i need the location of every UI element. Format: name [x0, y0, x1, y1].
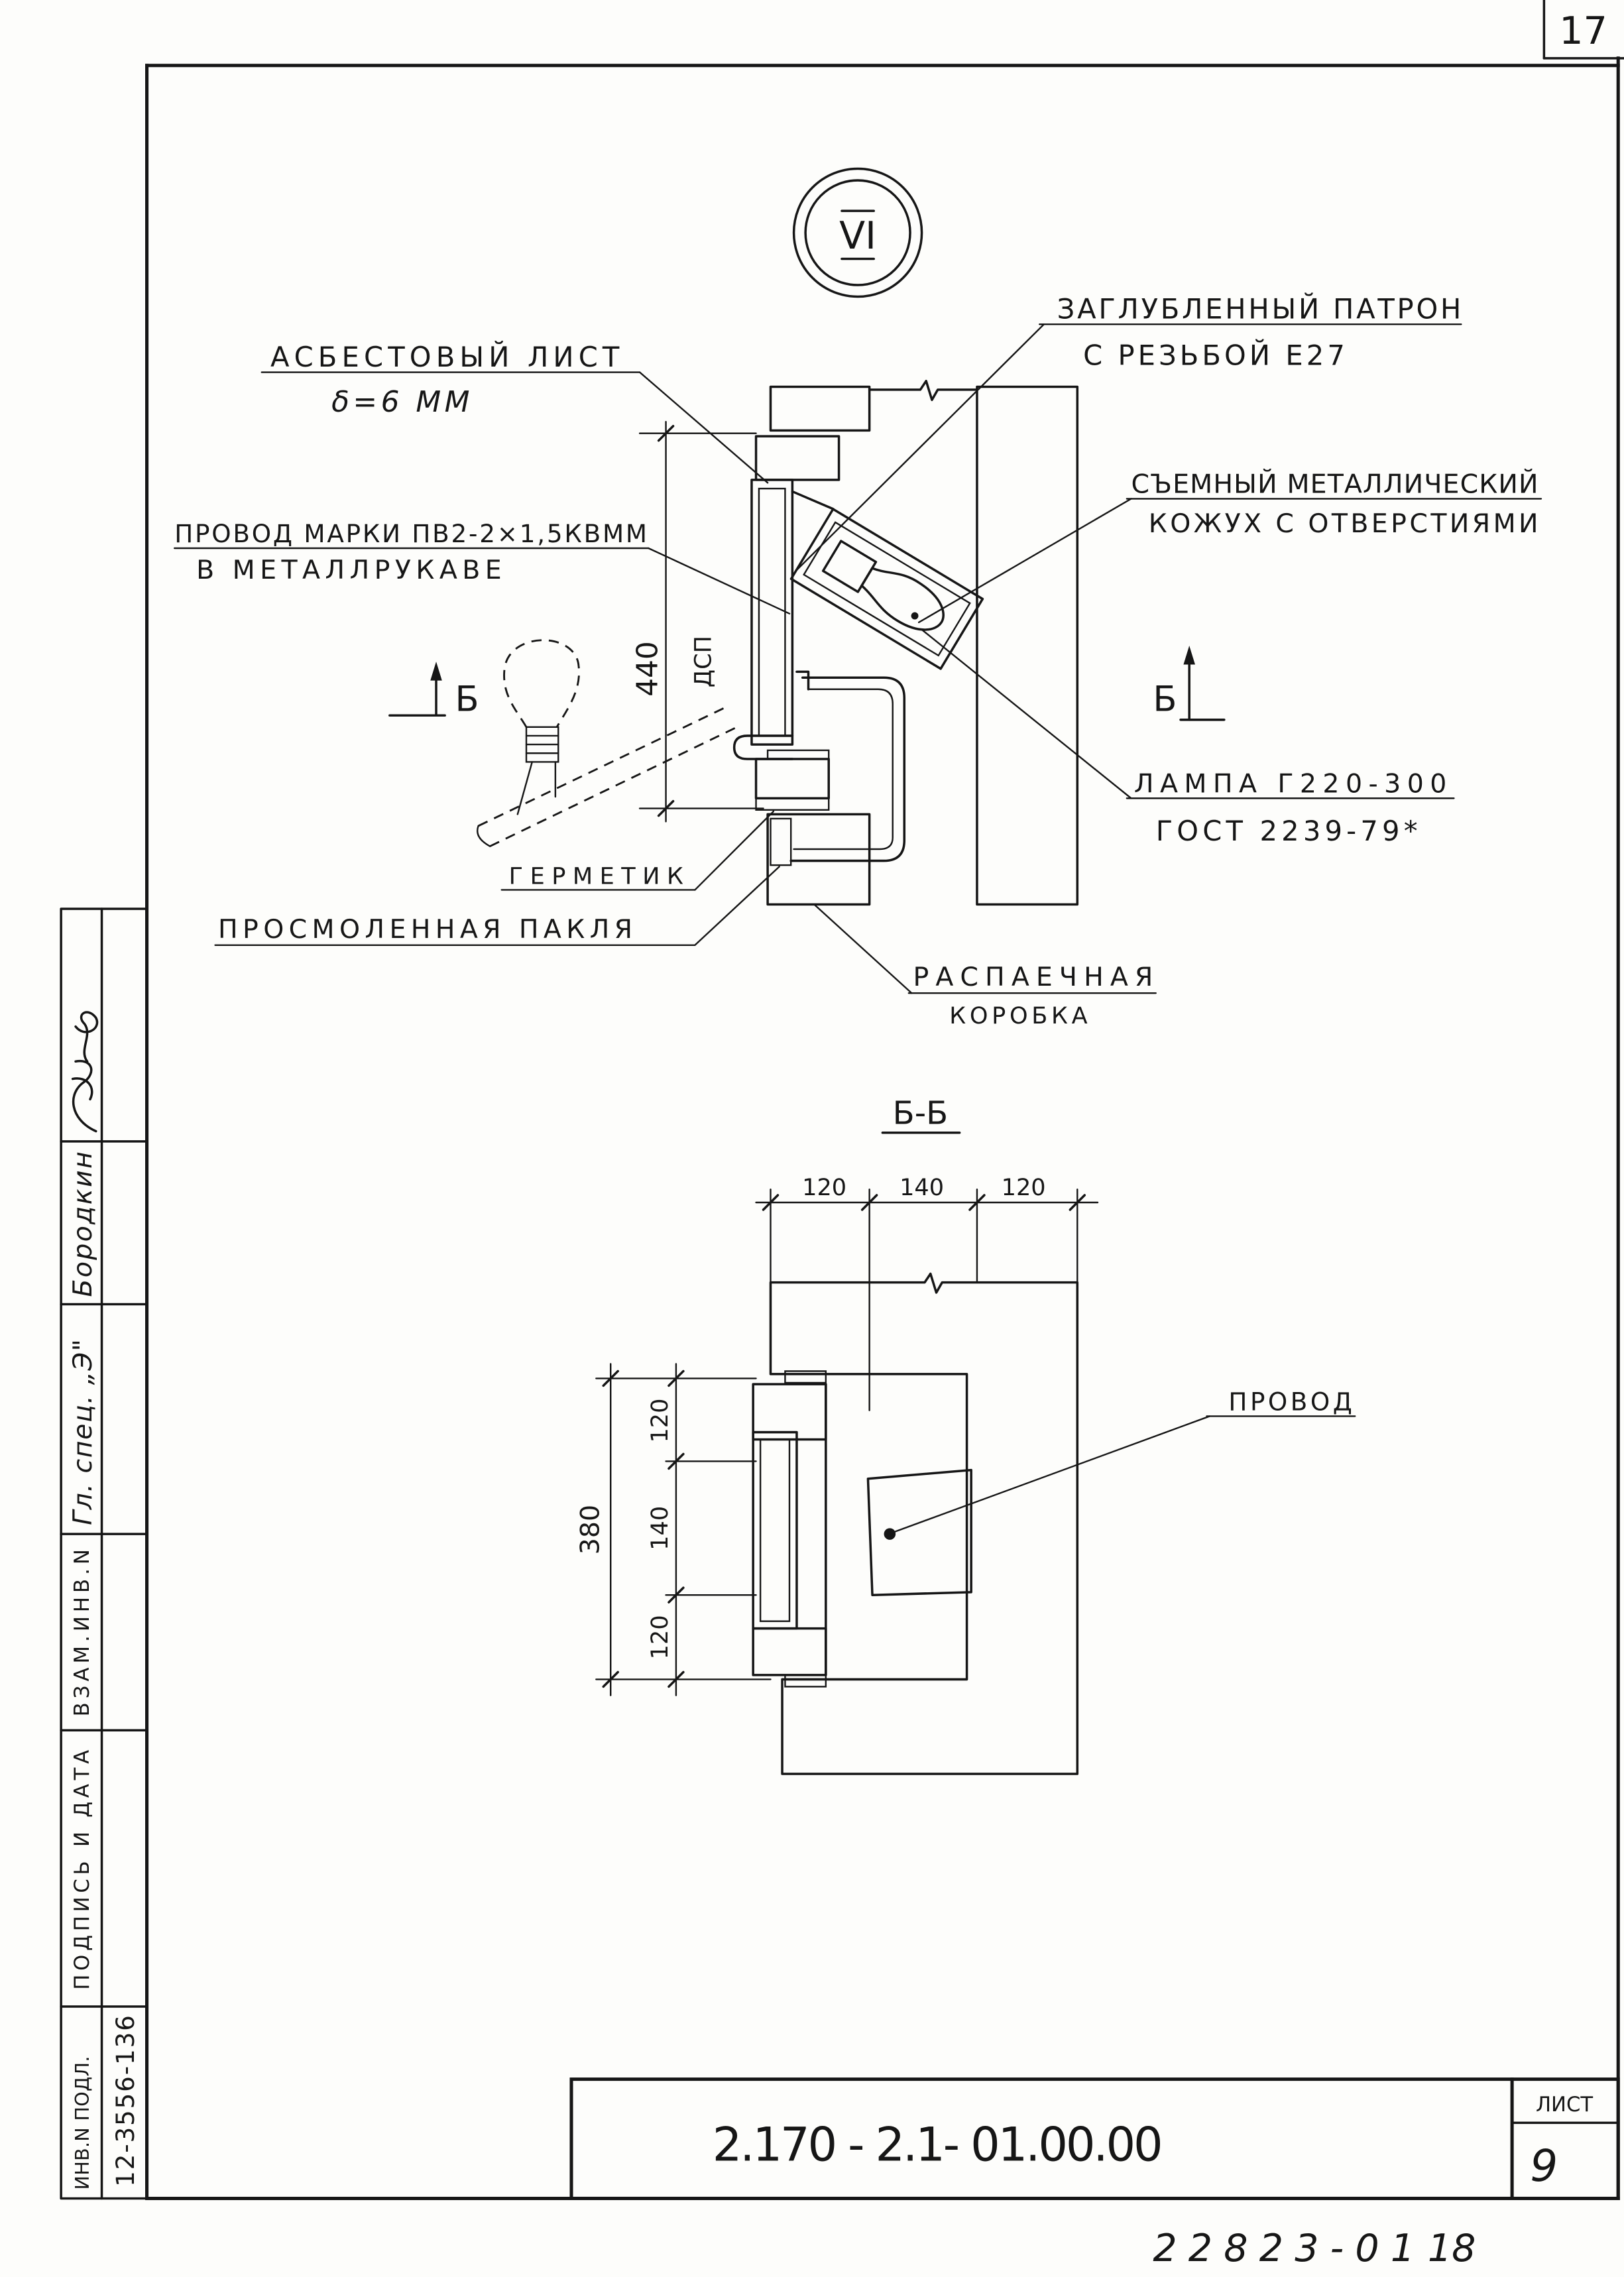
lamp-bulb [860, 567, 945, 631]
panel-label: ДСП [690, 636, 717, 687]
author-position: Гл. спец. „Э" [68, 1339, 98, 1525]
top-brick [769, 385, 871, 432]
sealant-strip [755, 797, 830, 811]
section-mark-letter: Б [1153, 679, 1177, 720]
inv-original-value: 12-3556-136 [111, 2015, 140, 2187]
section-masonry [769, 1272, 1079, 1775]
junction-box [789, 670, 906, 862]
asbestos-sheet [750, 479, 794, 746]
cartridge-label: ЗАГЛУБЛЕННЫЙ ПАТРОН [1057, 292, 1462, 325]
corner-number: 17 [1559, 9, 1607, 53]
sheet-frame [145, 56, 1620, 2200]
replaced-inv-label: ВЗАМ.ИНВ.N [71, 1549, 94, 1716]
right-wall [976, 385, 1079, 906]
width-dim-1: 120 [802, 1174, 846, 1201]
lamp-housing [789, 508, 984, 670]
asbestos-label: АСБЕСТОВЫЙ ЛИСТ [270, 341, 620, 373]
view-mark-label: VI [839, 214, 876, 258]
sealant-label: ГЕРМЕТИК [509, 863, 683, 890]
wire-label: ПРОВОД МАРКИ ПВ2-2×1,5КВММ [174, 519, 647, 548]
width-dimensions: 120 140 120 [755, 1174, 1099, 1411]
callout-section-wire: ПРОВОД [892, 1387, 1356, 1534]
lamp-label: ЛАМПА Г220-300 [1134, 768, 1447, 799]
section-junction-box [866, 1468, 972, 1596]
height-dimension: 440 [630, 420, 764, 823]
width-dim-2: 140 [899, 1174, 944, 1201]
callout-cover: СЪЕМНЫЙ МЕТАЛЛИЧЕСКИЙ КОЖУХ С ОТВЕРСТИЯМ… [918, 469, 1542, 624]
lower-seal-top [766, 749, 830, 760]
drawing-code: 2.170 - 2.1- 01.00.00 [713, 2117, 1163, 2172]
fixture-outline-dashed [477, 639, 738, 847]
height-dimension-value: 440 [630, 641, 664, 697]
junction-box-label-2: КОРОБКА [949, 1002, 1087, 1029]
section-title: Б-Б [893, 1095, 949, 1132]
width-dim-3: 120 [1002, 1174, 1046, 1201]
section-frame-bottom [752, 1627, 827, 1676]
callout-tow: ПРОСМОЛЕННАЯ ПАКЛЯ [214, 866, 780, 946]
height-dim-3: 120 [646, 1615, 673, 1659]
section-panel-core [759, 1438, 791, 1622]
lamp-socket [821, 540, 878, 593]
wire-sleeve-label: В МЕТАЛЛРУКАВЕ [196, 555, 502, 585]
lower-frame-block [754, 758, 830, 800]
asbestos-thickness: δ=6 ММ [331, 385, 469, 419]
callout-wire: ПРОВОД МАРКИ ПВ2-2×1,5КВММ В МЕТАЛЛРУКАВ… [173, 519, 791, 614]
housing-connector [791, 490, 835, 510]
inv-original-label: ИНВ.N ПОДЛ. [72, 2056, 93, 2190]
section-wire-label: ПРОВОД [1228, 1387, 1352, 1417]
view-mark: VI [792, 167, 923, 298]
bottom-brick [766, 813, 871, 906]
height-dim-1: 120 [646, 1399, 673, 1443]
section-mark-right: Б [1153, 645, 1226, 721]
height-dim-2: 140 [646, 1506, 673, 1550]
tow-filling [770, 817, 792, 866]
upper-view: 440 ДСП Б Б ЗАГЛУБЛЕННЫЙ ПАТРОН С РЕЗЬБО… [173, 292, 1542, 1029]
tow-label: ПРОСМОЛЕННАЯ ПАКЛЯ [218, 914, 632, 945]
title-block: 2.170 - 2.1- 01.00.00 ЛИСТ 9 [569, 2077, 1620, 2200]
signature [71, 1011, 99, 1133]
section-seal-top [784, 1370, 827, 1384]
wall-break-line [868, 379, 978, 402]
archive-page: 18 [1428, 2227, 1476, 2270]
callout-sealant: ГЕРМЕТИК [500, 810, 775, 891]
cover-label: СЪЕМНЫЙ МЕТАЛЛИЧЕСКИЙ [1131, 469, 1538, 500]
author-name: Бородкин [68, 1151, 98, 1297]
side-stamp: Бородкин Гл. спец. „Э" ВЗАМ.ИНВ.N ПОДПИС… [60, 907, 148, 2200]
wire-point [884, 1528, 896, 1540]
height-total: 380 [575, 1505, 606, 1554]
section-seal-bottom [784, 1674, 827, 1688]
section-view: Б-Б 120 140 120 [575, 1095, 1356, 1775]
lamp-standard-label: ГОСТ 2239-79* [1156, 815, 1418, 847]
upper-frame-block [754, 435, 841, 481]
signature-date-label: ПОДПИСЬ И ДАТА [71, 1750, 94, 1990]
dsp-panel [758, 487, 786, 737]
mounting-hook [732, 734, 794, 760]
section-mark-left: Б [388, 662, 479, 720]
callout-cartridge: ЗАГЛУБЛЕННЫЙ ПАТРОН С РЕЗЬБОЙ Е27 [795, 292, 1462, 571]
archive-code: 22823-01 [1153, 2227, 1415, 2270]
cover-holes-label: КОЖУХ С ОТВЕРСТИЯМИ [1149, 508, 1538, 539]
callout-asbestos: АСБЕСТОВЫЙ ЛИСТ δ=6 ММ [261, 341, 769, 484]
section-mark-letter: Б [455, 679, 479, 720]
sheet-label: ЛИСТ [1536, 2093, 1593, 2117]
junction-box-label: РАСПАЕЧНАЯ [913, 962, 1153, 992]
height-dimensions: 380 120 140 120 [575, 1363, 772, 1696]
corner-number-box: 17 [1542, 0, 1624, 60]
callout-junction-box: РАСПАЕЧНАЯ КОРОБКА [813, 904, 1157, 1029]
sheet-number: 9 [1530, 2140, 1558, 2191]
cartridge-thread-label: С РЕЗЬБОЙ Е27 [1083, 339, 1345, 372]
